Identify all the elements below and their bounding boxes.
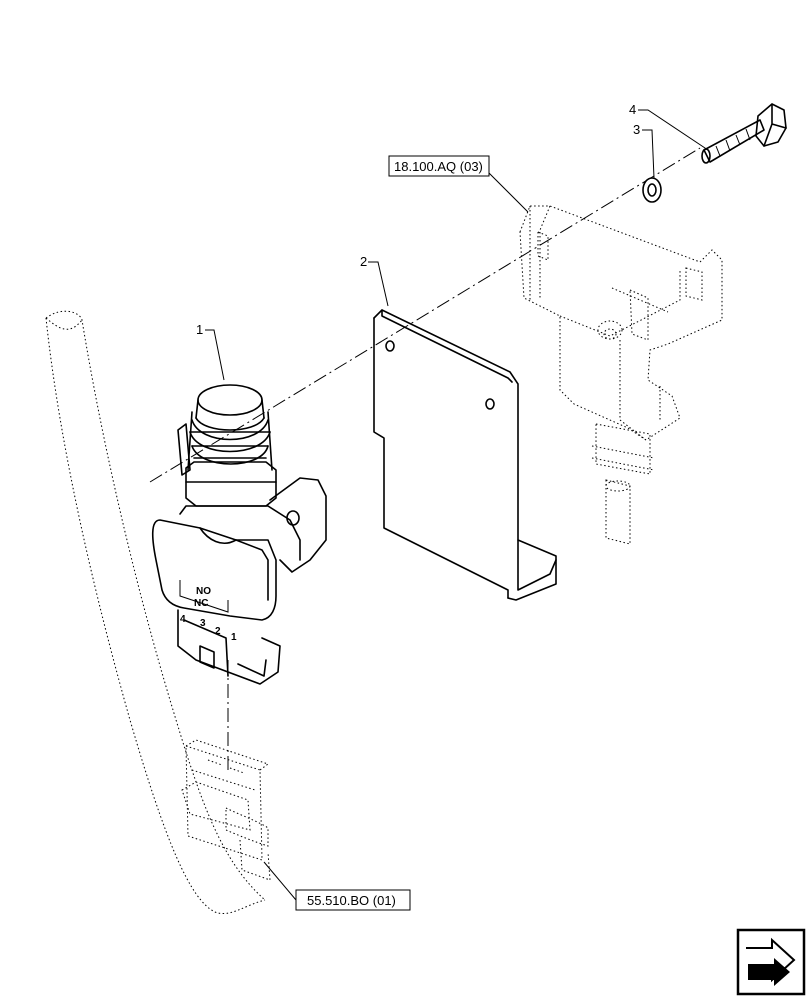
washer [642,177,662,203]
bracket-ref-box[interactable] [388,155,490,177]
callout-1: 1 [196,322,203,337]
callout-4-leader [638,109,709,151]
switch-marking-nc: NC [194,598,208,609]
harness-connector [181,739,271,881]
callout-1-leader [205,329,225,381]
switch-pin-3: 3 [200,618,206,629]
next-page-arrow-icon[interactable] [736,928,806,996]
pressure-switch [151,384,327,685]
callout-3-leader [642,129,655,179]
harness-cable [45,310,266,914]
harness-ref-label[interactable]: 55.510.BO (01) [307,893,396,908]
assembly-axis-line [149,147,701,483]
switch-marking-no: NO [196,586,211,597]
switch-pin-1: 1 [231,632,237,643]
callout-3: 3 [633,122,640,137]
bracket-ref-leader [487,171,529,213]
harness-ref-leader [263,861,297,901]
callout-2-leader [368,261,389,307]
support-bracket [519,205,723,545]
harness-ref-box[interactable] [295,889,411,911]
callout-2: 2 [360,254,367,269]
bracket-ref-label[interactable]: 18.100.AQ (03) [394,159,483,174]
callout-4: 4 [629,102,636,117]
plate-bracket [373,309,557,601]
switch-pin-4: 4 [180,614,186,625]
switch-pin-2: 2 [215,626,221,637]
bolt [701,103,787,164]
